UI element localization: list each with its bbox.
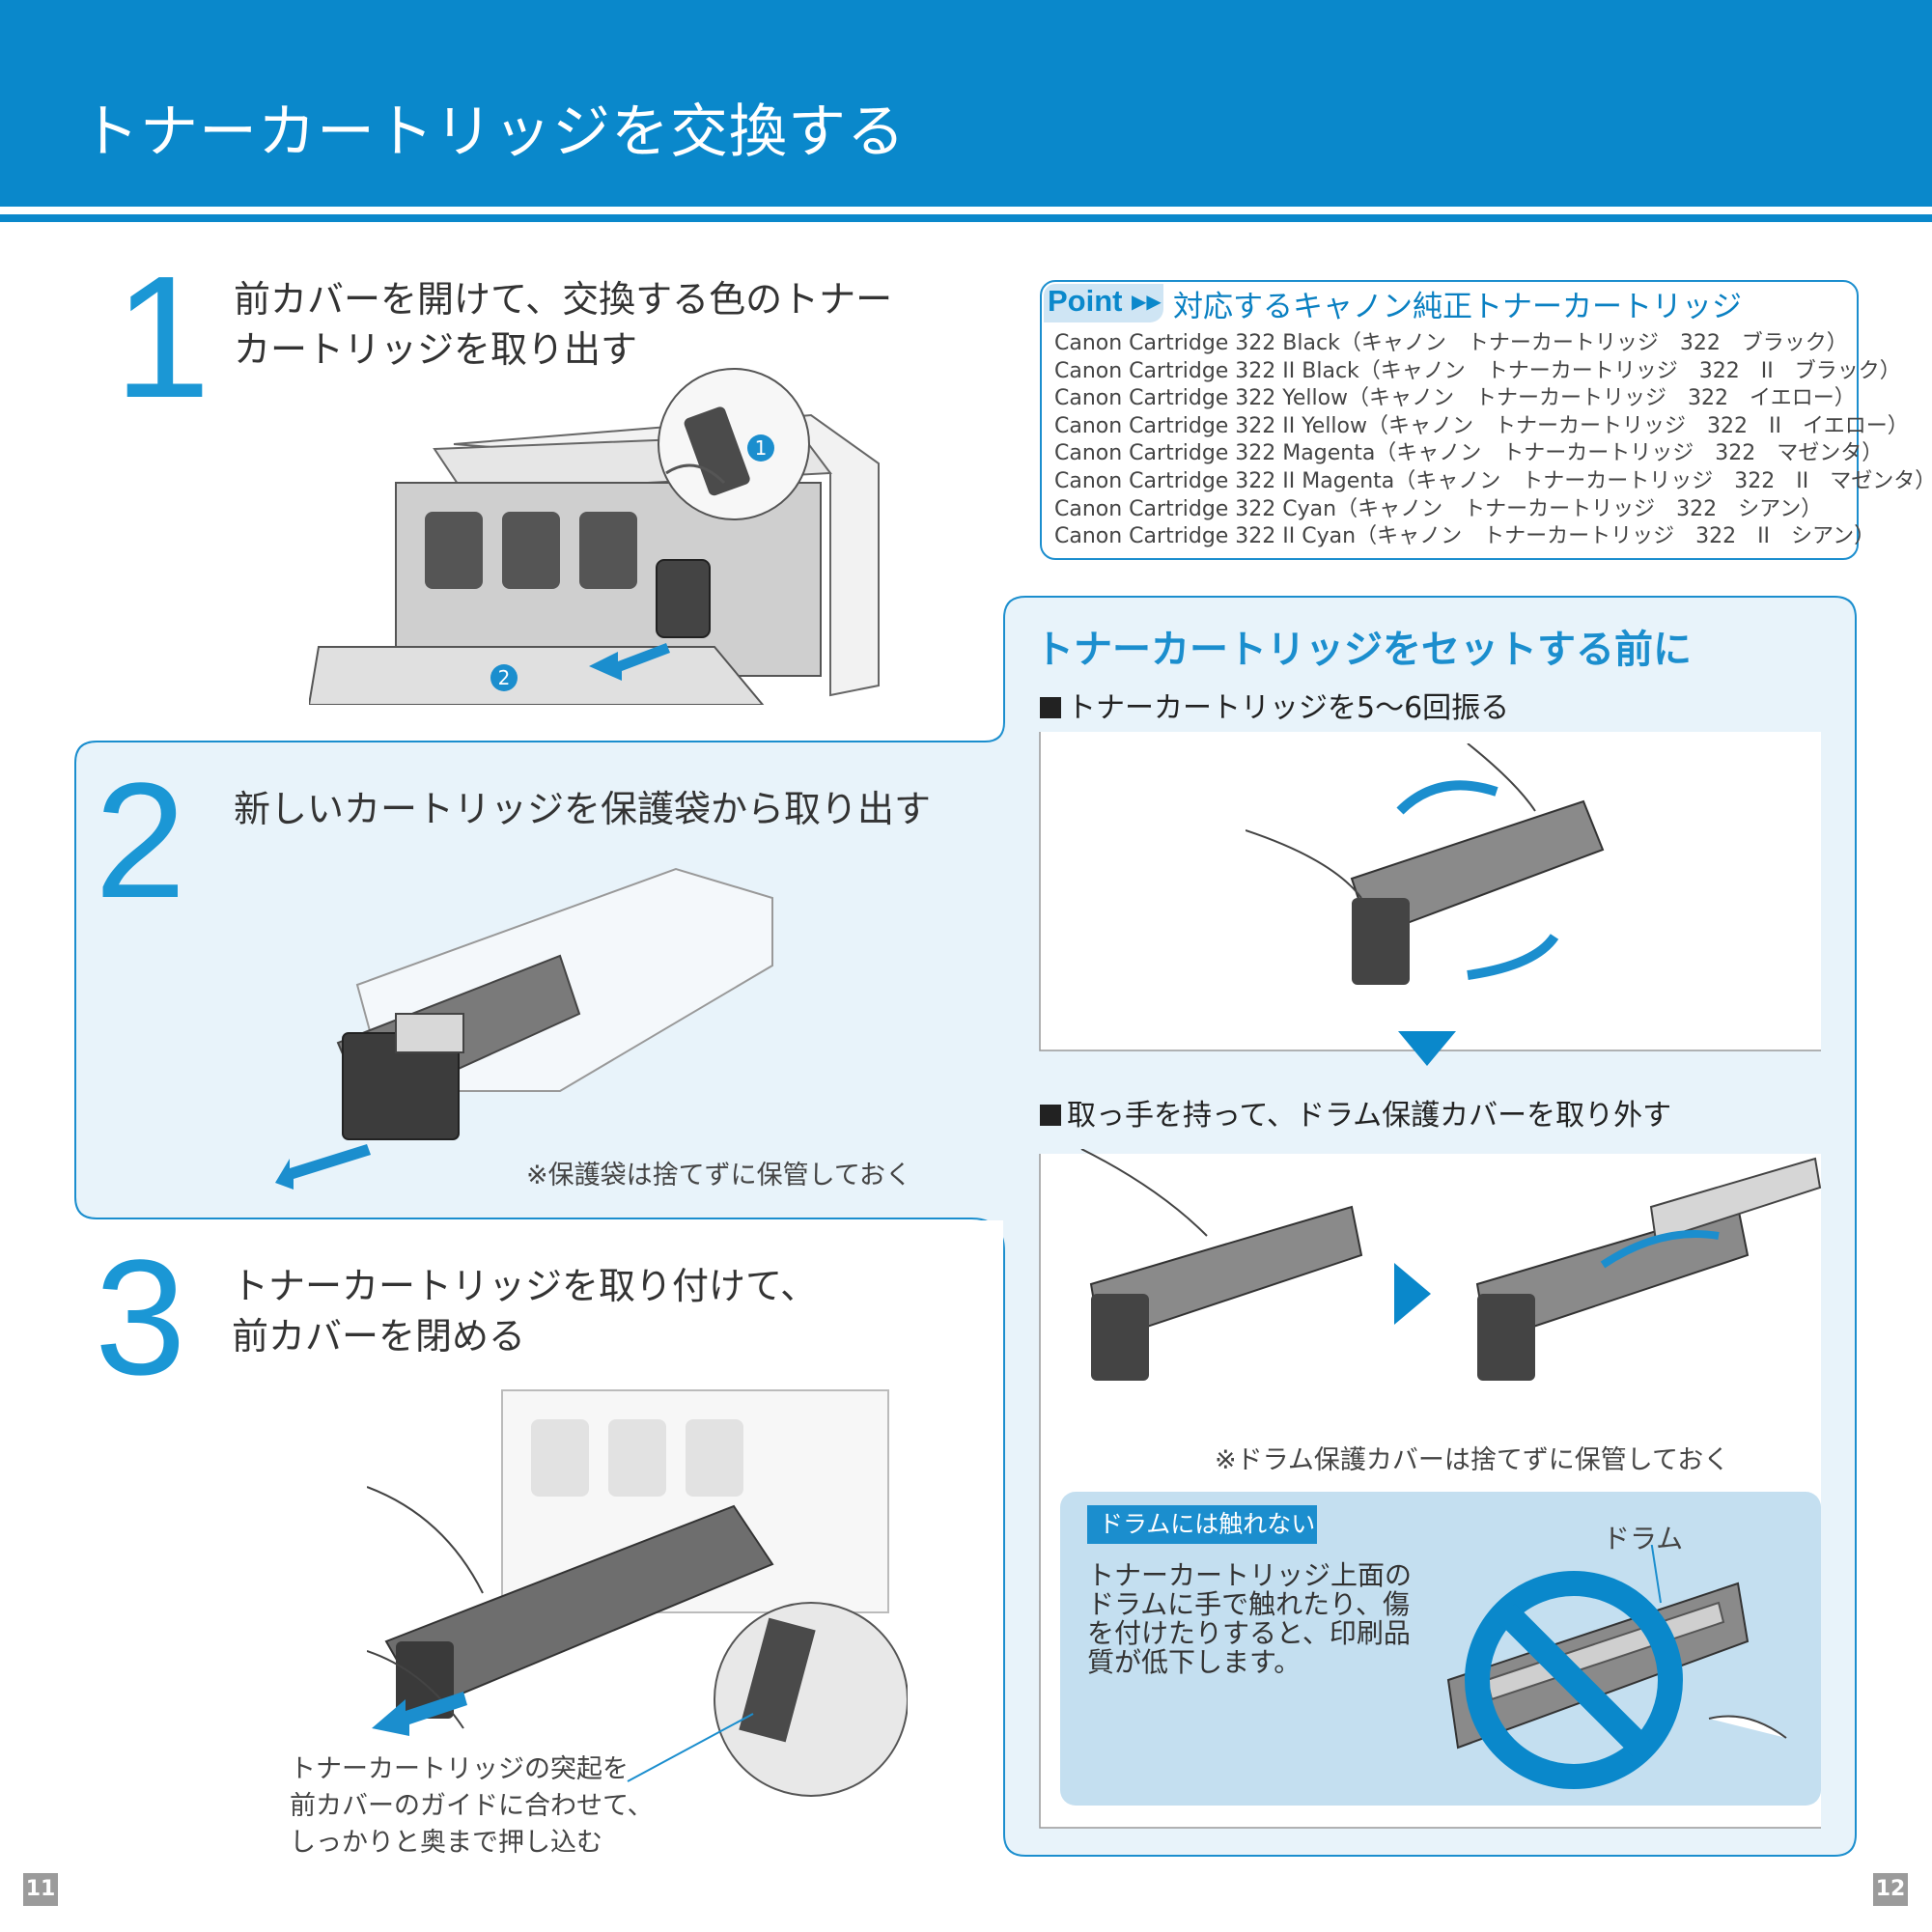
shake-heading-text: トナーカートリッジを5〜6回振る — [1067, 691, 1510, 725]
list-item: Canon Cartridge 322 Yellow（キャノン トナーカートリッ… — [1054, 386, 1856, 411]
list-item: Canon Cartridge 322 Cyan（キャノン トナーカートリッジ … — [1054, 496, 1823, 521]
list-item: Canon Cartridge 322 II Black（キャノン トナーカート… — [1054, 358, 1901, 383]
step3-note-line1: トナーカートリッジの突起を — [290, 1754, 629, 1784]
drum-cover-note: ※ドラム保護カバーは捨てずに保管しておく — [1215, 1445, 1730, 1475]
step3-text-line2: 前カバーを閉める — [232, 1315, 526, 1358]
callout-2: 2 — [490, 664, 518, 691]
remove-cover-heading: 取っ手を持って、ドラム保護カバーを取り外す — [1040, 1091, 1671, 1134]
list-item: Canon Cartridge 322 Magenta（キャノン トナーカートリ… — [1054, 441, 1884, 466]
step3-number: 3 — [95, 1226, 186, 1410]
step3-note-line3: しっかりと奥まで押し込む — [290, 1828, 602, 1858]
list-item: Canon Cartridge 322 II Magenta（キャノン トナーカ… — [1054, 468, 1932, 493]
list-item: Canon Cartridge 322 Black（キャノン トナーカートリッジ… — [1054, 331, 1848, 355]
remove-frame-border — [1039, 1154, 1821, 1829]
list-item: Canon Cartridge 322 II Yellow（キャノン トナーカー… — [1054, 413, 1909, 438]
page-number-left: 11 — [23, 1873, 58, 1906]
remove-cover-heading-text: 取っ手を持って、ドラム保護カバーを取り外す — [1067, 1099, 1672, 1133]
step1-text-line2: カートリッジを取り出す — [234, 328, 638, 371]
page-title: トナーカートリッジを交換する — [81, 98, 906, 166]
callout-1: 1 — [747, 434, 774, 462]
point-badge-arrows: ▶▶ — [1132, 290, 1162, 313]
step1-printer-illustration — [309, 368, 880, 705]
step1-text-line1: 前カバーを開けて、交換する色のトナー — [234, 278, 893, 321]
point-badge-label: Point — [1048, 284, 1123, 318]
point-badge — [1044, 284, 1163, 322]
square-bullet-icon — [1040, 1105, 1061, 1126]
point-heading: 対応するキャノン純正トナーカートリッジ — [1173, 290, 1742, 324]
step3-note-line2: 前カバーのガイドに合わせて、 — [290, 1791, 654, 1821]
warning-label: ドラムには触れない — [1087, 1505, 1317, 1544]
step3-text-line1: トナーカートリッジを取り付けて、 — [232, 1265, 818, 1307]
step1-number: 1 — [114, 240, 211, 434]
shake-heading: トナーカートリッジを5〜6回振る — [1040, 684, 1509, 726]
point-box — [1040, 280, 1859, 560]
shake-cartridge-illustration — [1246, 743, 1605, 985]
prep-title: トナーカートリッジをセットする前に — [1035, 628, 1692, 672]
down-arrow — [1398, 1031, 1456, 1066]
page-header: トナーカートリッジを交換する — [0, 0, 1932, 207]
step2-text-line1: 新しいカートリッジを保護袋から取り出す — [234, 788, 932, 830]
drum-label: ドラム — [1603, 1523, 1684, 1554]
warning-text: トナーカートリッジ上面のドラムに手で触れたり、傷を付けたりすると、印刷品質が低下… — [1087, 1559, 1413, 1678]
right-arrow — [1394, 1263, 1431, 1325]
list-item: Canon Cartridge 322 II Cyan（キャノン トナーカートリ… — [1054, 524, 1876, 549]
step2-note: ※保護袋は捨てずに保管しておく — [526, 1161, 912, 1190]
cartridge-list: Canon Cartridge 322 Black（キャノン トナーカートリッジ… — [1054, 330, 1932, 551]
grip-handle-illustration — [1080, 1149, 1363, 1381]
square-bullet-icon — [1040, 697, 1061, 718]
step3-insert-illustration — [367, 1389, 908, 1797]
step2-cartridge-illustration — [275, 867, 773, 1190]
step2-number: 2 — [95, 749, 186, 933]
do-not-touch-illustration — [1446, 1545, 1787, 1789]
remove-cover-illustration — [1475, 1157, 1822, 1381]
shake-frame-border — [1039, 732, 1821, 1051]
page-number-right: 12 — [1873, 1873, 1908, 1906]
header-rule — [0, 214, 1932, 222]
